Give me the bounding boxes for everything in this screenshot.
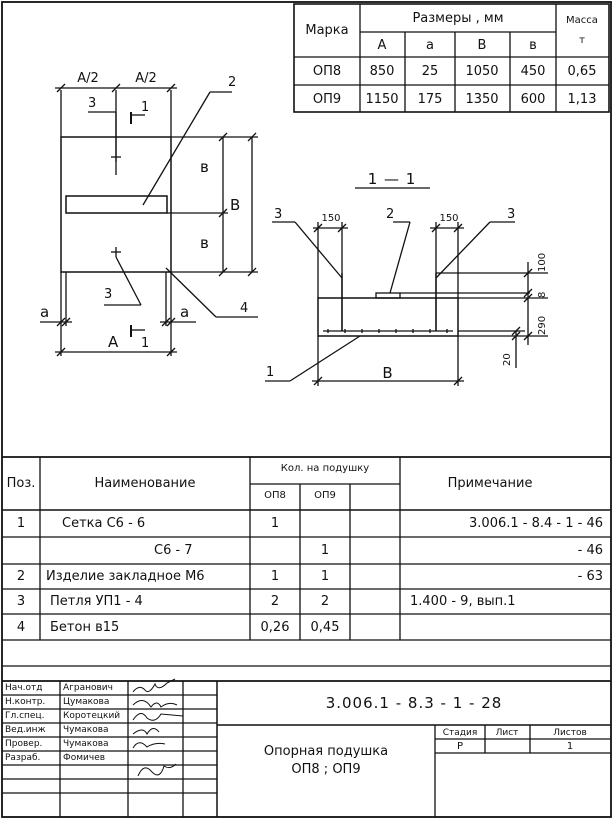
plan-dim-a-half: А/2 xyxy=(135,71,157,86)
section-dim-8: 8 xyxy=(537,291,548,298)
stamp-name: Чумакова xyxy=(63,739,109,749)
plan-dim-a-half: А/2 xyxy=(77,71,99,86)
plan-dim-a: а xyxy=(40,303,51,321)
stamp-name: Коротецкий xyxy=(63,711,121,721)
dims-col-b: в xyxy=(529,38,537,53)
spec-row-name: Петля УП1 - 4 xyxy=(50,594,143,609)
plan-dim-v: в xyxy=(200,158,210,176)
plan-cut-label: 1 xyxy=(141,336,150,351)
spec-row-note: - 63 xyxy=(577,569,603,584)
stamp-name: Фомичев xyxy=(63,753,106,763)
spec-row-note: 3.006.1 - 8.4 - 1 - 46 xyxy=(469,516,603,531)
spec-row-q-op9: 1 xyxy=(320,543,330,558)
stamp-header-stage: Стадия xyxy=(442,728,478,738)
dims-row-value: 1350 xyxy=(465,92,499,107)
dims-row-value: 1150 xyxy=(365,92,399,107)
spec-header-pos: Поз. xyxy=(6,476,36,491)
stamp-doc-code: 3.006.1 - 8.3 - 1 - 28 xyxy=(325,694,503,712)
dims-row-value: 25 xyxy=(421,64,439,79)
spec-header-op9: ОП9 xyxy=(314,490,336,501)
section-callout-1: 1 xyxy=(266,365,275,380)
plan-dim-a: а xyxy=(180,303,191,321)
stamp-role: Н.контр. xyxy=(5,697,46,707)
spec-row-q-op9: 1 xyxy=(320,569,330,584)
dims-row-mass: 1,13 xyxy=(567,92,597,107)
stamp-name: Агранович xyxy=(63,683,113,693)
spec-row-q-op9: 0,45 xyxy=(310,620,340,635)
stamp-role: Нач.отд xyxy=(5,683,43,693)
stamp-role: Разраб. xyxy=(5,753,41,763)
section-callout-3: 3 xyxy=(507,207,516,222)
stamp-name: Чумакова xyxy=(63,725,109,735)
dims-header-mass-unit: т xyxy=(579,35,585,46)
spec-row-pos: 1 xyxy=(16,516,26,531)
stamp-header-sheet: Лист xyxy=(495,728,519,738)
stamp-header-sheets: Листов xyxy=(553,728,587,738)
plan-callout-3: 3 xyxy=(88,96,97,111)
dims-row-value: 175 xyxy=(417,92,443,107)
dims-row-value: 1050 xyxy=(465,64,499,79)
stamp-title-line2: ОП8 ; ОП9 xyxy=(291,762,361,777)
spec-header-qty: Кол. на подушку xyxy=(280,463,370,474)
spec-row-q-op8: 1 xyxy=(270,569,280,584)
plan-dim-A: А xyxy=(108,333,120,351)
spec-row-pos: 3 xyxy=(16,594,26,609)
dims-header-mass: Масса xyxy=(566,15,598,26)
plan-callout-2: 2 xyxy=(228,75,237,90)
plan-dim-v: в xyxy=(200,234,210,252)
dims-row-mass: 0,65 xyxy=(567,64,597,79)
spec-row-name: Изделие закладное М6 xyxy=(46,569,205,584)
stamp-sheets: 1 xyxy=(566,741,574,752)
spec-row-q-op9: 2 xyxy=(320,594,330,609)
stamp-role: Вед.инж xyxy=(5,725,46,735)
spec-row-pos: 4 xyxy=(16,620,26,635)
dims-header-sizes: Размеры , мм xyxy=(412,11,504,26)
plan-callout-3: 3 xyxy=(104,287,113,302)
stamp-role: Гл.спец. xyxy=(5,711,45,721)
signatures xyxy=(132,678,184,777)
spec-row-name: С6 - 7 xyxy=(154,543,193,558)
spec-row-note: - 46 xyxy=(577,543,603,558)
dims-row-value: 850 xyxy=(369,64,395,79)
dims-row-mark: ОП8 xyxy=(312,64,342,79)
dims-row-mark: ОП9 xyxy=(312,92,342,107)
spec-row-q-op8: 1 xyxy=(270,516,280,531)
plan-dim-B: В xyxy=(230,196,242,214)
plan-cut-label: 1 xyxy=(141,100,150,115)
dims-row-value: 600 xyxy=(520,92,546,107)
stamp-stage: Р xyxy=(456,741,464,752)
spec-header-note: Примечание xyxy=(447,476,533,491)
dims-col-A: А xyxy=(377,38,387,53)
spec-header-op8: ОП8 xyxy=(264,490,286,501)
spec-row-q-op8: 0,26 xyxy=(260,620,290,635)
section-dim-150: 150 xyxy=(321,213,341,224)
section-callout-3: 3 xyxy=(274,207,283,222)
dims-header-mark: Марка xyxy=(305,23,349,38)
section-dim-B: В xyxy=(382,364,394,382)
section-dim-100: 100 xyxy=(537,252,548,272)
spec-row-pos: 2 xyxy=(16,569,26,584)
spec-row-name: Сетка С6 - 6 xyxy=(62,516,146,531)
section-dim-290: 290 xyxy=(537,315,548,335)
stamp-name: Цумакова xyxy=(63,697,110,707)
stamp-role: Провер. xyxy=(5,739,43,749)
section-dim-150: 150 xyxy=(439,213,459,224)
plan-callout-4: 4 xyxy=(240,301,249,316)
dims-col-B: В xyxy=(477,38,487,53)
spec-row-name: Бетон в15 xyxy=(50,620,120,635)
stamp-title-line1: Опорная подушка xyxy=(263,744,389,759)
spec-header-name: Наименование xyxy=(94,476,196,491)
section-dim-20: 20 xyxy=(502,353,513,366)
section-callout-2: 2 xyxy=(386,207,395,222)
spec-row-q-op8: 2 xyxy=(270,594,280,609)
dims-row-value: 450 xyxy=(520,64,546,79)
section-title: 1 — 1 xyxy=(367,170,417,188)
spec-row-note: 1.400 - 9, вып.1 xyxy=(410,594,516,609)
dims-col-a: а xyxy=(426,38,434,53)
